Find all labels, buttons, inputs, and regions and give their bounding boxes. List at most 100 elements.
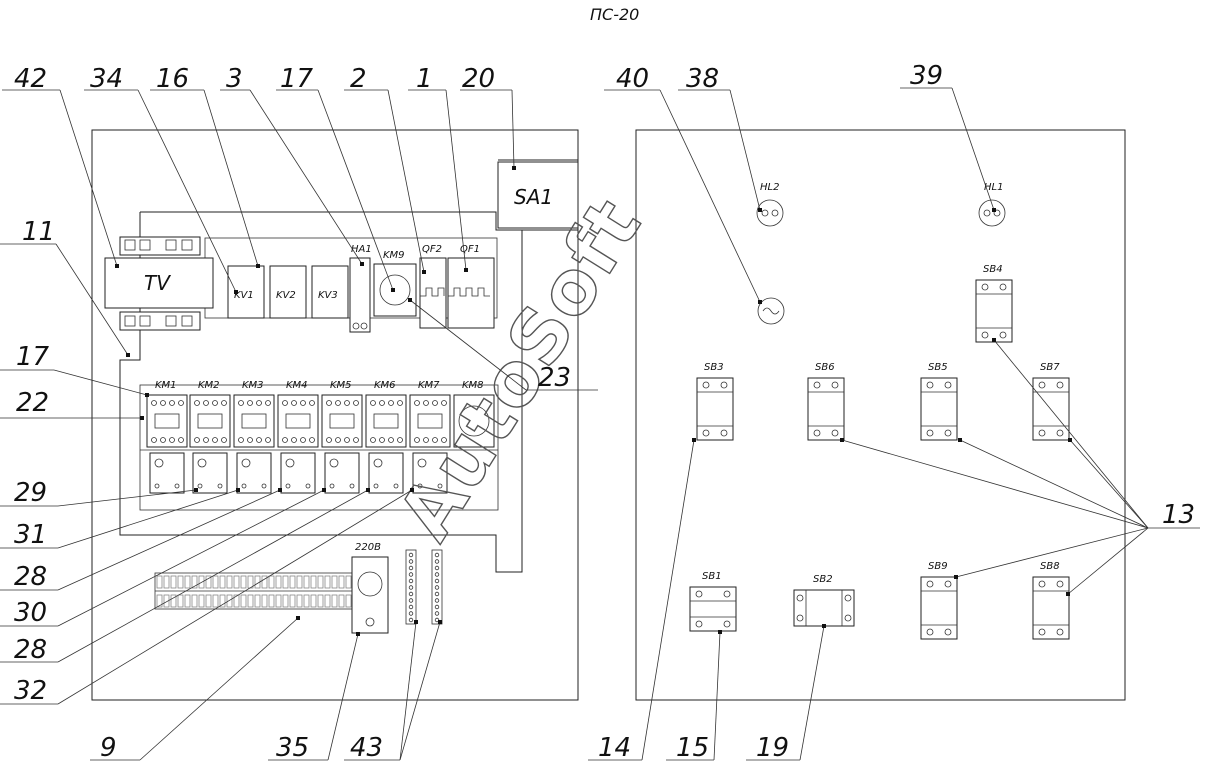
buzzer-ha1 bbox=[349, 257, 371, 333]
callout-13: 13 bbox=[840, 338, 1200, 596]
callout-34: 34 bbox=[84, 64, 238, 294]
callout-15: 15 bbox=[666, 630, 722, 763]
lamp-hl1-label: HL1 bbox=[984, 182, 1003, 193]
callout-number: 1 bbox=[416, 64, 433, 94]
overload-relay bbox=[412, 452, 448, 494]
callout-28: 28 bbox=[0, 488, 282, 592]
qf2-label: QF2 bbox=[422, 244, 442, 255]
button-sb3: SB3 bbox=[696, 362, 734, 441]
callout-3: 3 bbox=[220, 64, 364, 266]
breaker-qf1 bbox=[447, 257, 495, 329]
button-sb9: SB9 bbox=[920, 561, 958, 640]
callout-28: 28 bbox=[0, 488, 370, 665]
relay-kv1-label: KV1 bbox=[234, 290, 254, 301]
lamp-hl1: HL1 bbox=[978, 182, 1006, 227]
callout-number: 13 bbox=[1162, 500, 1195, 530]
overload-relay bbox=[368, 452, 404, 494]
callout-number: 31 bbox=[14, 520, 47, 550]
callout-2: 2 bbox=[344, 64, 426, 274]
watermark: AutoSoft bbox=[382, 183, 658, 554]
button-sb6: SB6 bbox=[807, 362, 845, 441]
callout-number: 19 bbox=[756, 733, 789, 763]
contactor-label: KM3 bbox=[242, 380, 264, 391]
contactor-km7: KM7 bbox=[409, 380, 451, 448]
button-label: SB7 bbox=[1040, 362, 1060, 373]
callout-number: 9 bbox=[100, 733, 117, 763]
button-sb8: SB8 bbox=[1032, 561, 1070, 640]
contactor-km1: KM1 bbox=[146, 380, 188, 448]
callout-number: 16 bbox=[156, 64, 189, 94]
right-panel-frame bbox=[635, 129, 1126, 701]
relay-kv3 bbox=[311, 265, 349, 319]
callout-35: 35 bbox=[268, 632, 360, 763]
overload-relay bbox=[324, 452, 360, 494]
callout-number: 30 bbox=[14, 598, 47, 628]
contactor-label: KM8 bbox=[462, 380, 484, 391]
callout-23: 23 bbox=[408, 298, 598, 393]
relay-kv2 bbox=[269, 265, 307, 319]
lamp-hl2: HL2 bbox=[756, 182, 785, 325]
callout-number: 38 bbox=[686, 64, 719, 94]
callout-40: 40 bbox=[604, 64, 762, 304]
callout-number: 17 bbox=[16, 342, 50, 372]
button-label: SB6 bbox=[815, 362, 835, 373]
callout-number: 43 bbox=[350, 733, 383, 763]
callout-16: 16 bbox=[150, 64, 260, 268]
overload-relay bbox=[149, 452, 185, 494]
button-label: SB3 bbox=[704, 362, 724, 373]
transformer-tv: TV bbox=[104, 236, 214, 331]
button-label: SB1 bbox=[702, 571, 722, 582]
button-label: SB2 bbox=[813, 574, 833, 585]
callout-number: 28 bbox=[14, 562, 47, 592]
contactor-label: KM5 bbox=[330, 380, 352, 391]
callout-14: 14 bbox=[588, 438, 696, 763]
callout-31: 31 bbox=[0, 488, 240, 550]
tv-label: TV bbox=[144, 271, 171, 295]
button-label: SB5 bbox=[928, 362, 948, 373]
callout-number: 28 bbox=[14, 635, 47, 665]
left-panel: SA1 TV KV1 KV2 KV3 HA1 bbox=[91, 129, 579, 701]
button-sb1: SB1 bbox=[689, 571, 737, 632]
lamp-hl2-label: HL2 bbox=[760, 182, 779, 193]
callout-29: 29 bbox=[0, 478, 198, 508]
contactor-label: KM7 bbox=[418, 380, 440, 391]
callout-number: 35 bbox=[276, 733, 309, 763]
contactor-km3: KM3 bbox=[233, 380, 275, 448]
contactor-label: KM2 bbox=[198, 380, 220, 391]
contactor-label: KM4 bbox=[286, 380, 308, 391]
terminal-column-1 bbox=[405, 549, 417, 625]
callout-number: 17 bbox=[280, 64, 314, 94]
contactor-km5: KM5 bbox=[321, 380, 363, 448]
button-sb7: SB7 bbox=[1032, 362, 1070, 441]
callout-17: 17 bbox=[276, 64, 395, 292]
callout-number: 2 bbox=[350, 64, 367, 94]
button-label: SB8 bbox=[1040, 561, 1060, 572]
breakers: QF2 QF1 bbox=[419, 244, 495, 329]
socket-label: 220B bbox=[355, 542, 381, 553]
contactor-km2: KM2 bbox=[189, 380, 231, 448]
relay-kv2-label: KV2 bbox=[276, 290, 296, 301]
button-sb4: SB4 bbox=[975, 264, 1013, 343]
relay-kv3-label: KV3 bbox=[318, 290, 338, 301]
drawing-title: ПС-20 bbox=[590, 5, 639, 24]
callout-43: 43 bbox=[344, 620, 442, 763]
breaker-qf2 bbox=[419, 257, 447, 329]
callout-17: 17 bbox=[0, 342, 149, 397]
callout-42: 42 bbox=[2, 64, 119, 268]
callout-22: 22 bbox=[0, 388, 144, 420]
km9-label: KM9 bbox=[383, 250, 405, 261]
callout-30: 30 bbox=[0, 488, 326, 628]
button-sb5: SB5 bbox=[920, 362, 958, 441]
sa1-switch bbox=[497, 161, 579, 229]
callout-number: 14 bbox=[598, 733, 631, 763]
button-sb2: SB2 bbox=[793, 574, 855, 627]
contactor-label: KM1 bbox=[155, 380, 177, 391]
terminal-column-2 bbox=[431, 549, 443, 625]
sa1-label: SA1 bbox=[514, 185, 553, 209]
left-panel-frame bbox=[91, 129, 579, 701]
socket-220v: 220B bbox=[351, 542, 389, 634]
